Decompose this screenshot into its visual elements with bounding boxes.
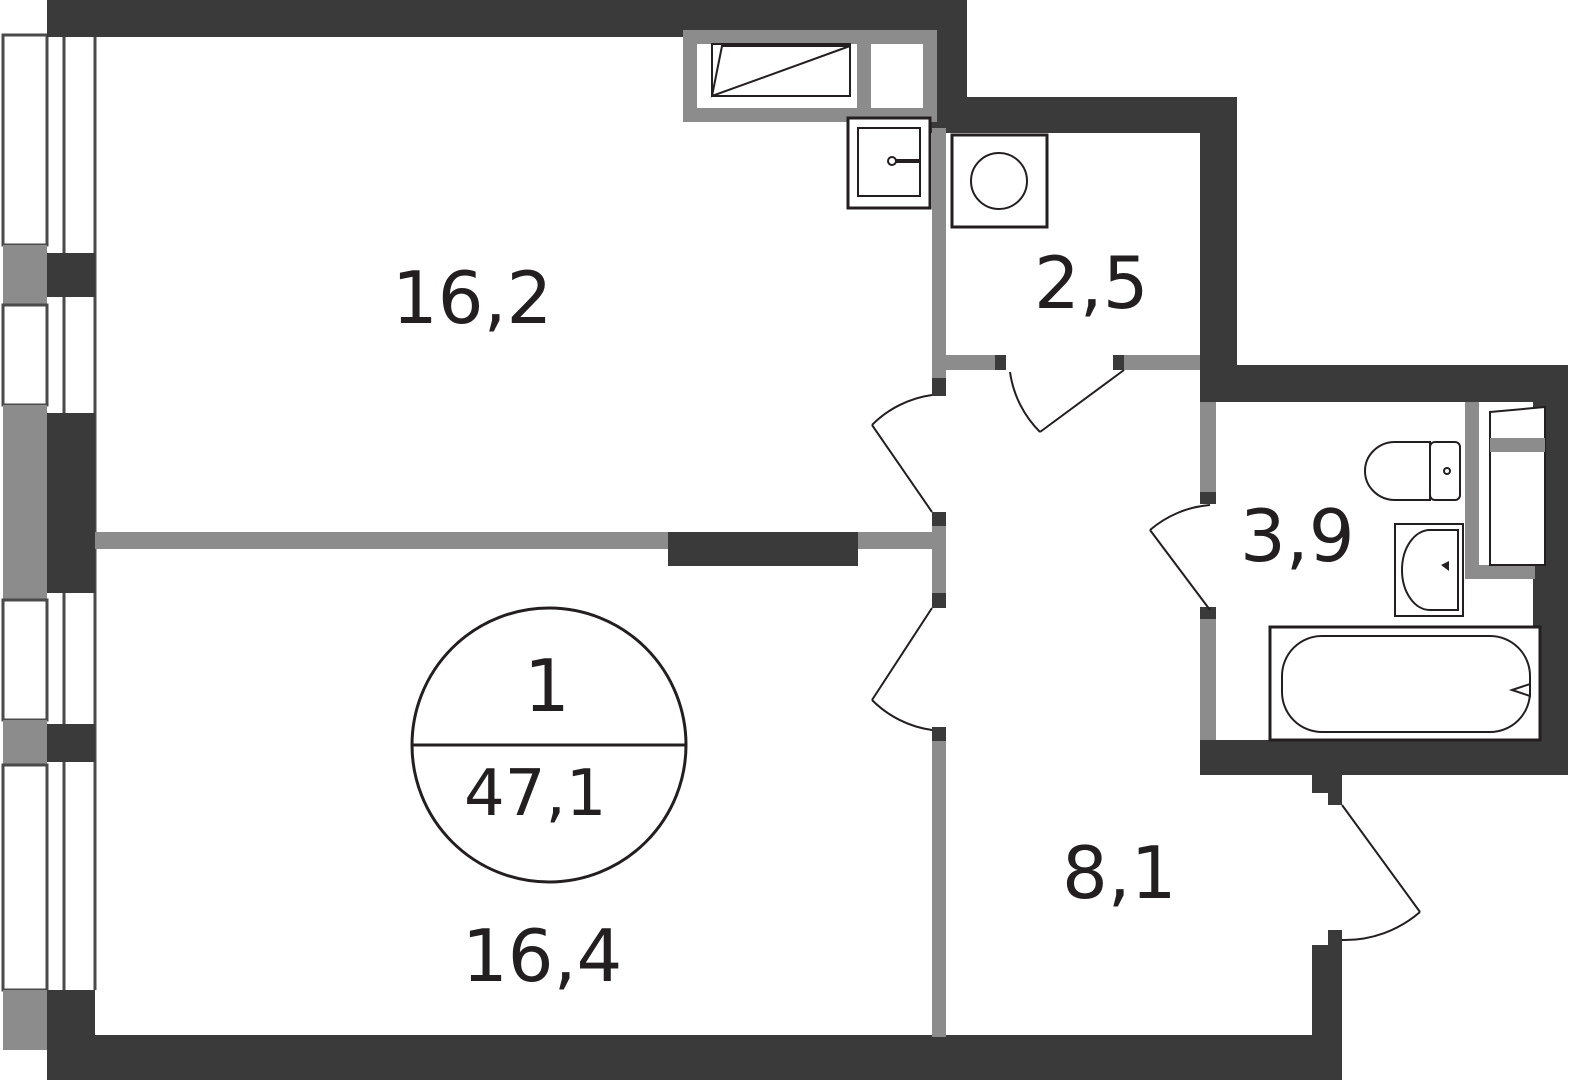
- interior-walls: [95, 128, 1535, 1037]
- jamb: [932, 593, 946, 608]
- room-area-bathroom: 3,9: [1240, 494, 1355, 578]
- bathroom-fixtures: [1268, 405, 1546, 742]
- wall-left-segment-1: [47, 253, 95, 297]
- doors: [871, 369, 1421, 942]
- wall-entry-jamb-bottom-2: [1328, 930, 1342, 950]
- apartment-badge: [410, 606, 688, 884]
- wc-fixtures: [950, 133, 1049, 229]
- partition-bath-left-lower: [1200, 615, 1216, 740]
- kitchen-angled: [710, 45, 851, 98]
- wall-bath-left-stub: [1200, 740, 1216, 775]
- exterior-walls: [47, 0, 1568, 1080]
- wall-entry-jamb-top-2: [1328, 790, 1342, 805]
- door-living-top: [871, 394, 933, 513]
- washer-drum-icon: [970, 152, 1028, 210]
- wall-left-segment-4: [47, 990, 95, 1040]
- toilet-icon: [1364, 441, 1461, 501]
- window-pier-4: [3, 990, 47, 1050]
- partition-wc-bottom-left: [946, 355, 1006, 370]
- jamb: [995, 355, 1006, 370]
- jamb: [1113, 355, 1124, 370]
- room-area-wc: 2,5: [1034, 241, 1149, 325]
- partition-wc-bottom-right: [1113, 355, 1200, 370]
- bathtub-icon: [1268, 625, 1542, 742]
- sink-faucet-icon: [887, 156, 920, 166]
- wall-left-segment-3: [47, 724, 95, 762]
- partition-bath-shelf: [1465, 565, 1535, 579]
- partition-vertical-lower: [932, 727, 946, 1037]
- door-bathroom: [1149, 504, 1211, 611]
- left-window-strip: [1, 33, 97, 1050]
- partition-bath-left-upper: [1200, 402, 1216, 502]
- room-area-living-top: 16,2: [392, 256, 553, 340]
- beam-dark: [668, 532, 858, 566]
- window-pier-2: [3, 405, 47, 600]
- wall-bottom-bath: [1200, 740, 1568, 775]
- door-wc: [1009, 369, 1125, 433]
- jamb: [1200, 492, 1216, 504]
- door-living-bottom: [871, 607, 933, 731]
- partition-between-living-right: [857, 532, 945, 549]
- jamb: [932, 378, 946, 396]
- wall-top-wc: [930, 97, 1237, 133]
- partition-vertical-mid: [932, 515, 946, 607]
- apartment-total-area: 47,1: [464, 757, 607, 831]
- room-area-living-bottom: 16,4: [462, 914, 623, 998]
- kitchen-divider: [857, 37, 871, 115]
- jamb: [1200, 607, 1216, 619]
- washbasin-icon: [1394, 523, 1464, 617]
- window-glass-1: [1, 33, 49, 247]
- apartment-room-count: 1: [524, 644, 570, 728]
- wall-entry-jamb-bottom: [1312, 945, 1342, 1040]
- window-glass-3: [1, 598, 49, 722]
- partition-bath-right-inner: [1465, 402, 1479, 577]
- wall-top-bath: [1200, 365, 1568, 402]
- window-glass-2: [1, 303, 49, 407]
- wall-right-wc: [1200, 97, 1237, 402]
- wall-left-top-cap: [47, 0, 95, 37]
- jamb: [932, 512, 946, 526]
- window-glass-4: [1, 763, 49, 992]
- window-pier-1: [3, 245, 47, 305]
- door-entry: [1341, 804, 1421, 942]
- partition-vertical-upper: [932, 128, 946, 378]
- wall-left-segment-2: [47, 413, 95, 593]
- bath-niche: [1489, 405, 1546, 566]
- door-jambs: [668, 355, 1216, 741]
- jamb: [932, 727, 946, 741]
- wall-bottom: [47, 1035, 1342, 1080]
- room-area-hall: 8,1: [1062, 831, 1177, 915]
- partition-between-living: [95, 532, 668, 549]
- window-pier-3: [3, 720, 47, 765]
- wall-entry-jamb-top: [1312, 775, 1342, 793]
- kitchen-unit: [683, 30, 937, 210]
